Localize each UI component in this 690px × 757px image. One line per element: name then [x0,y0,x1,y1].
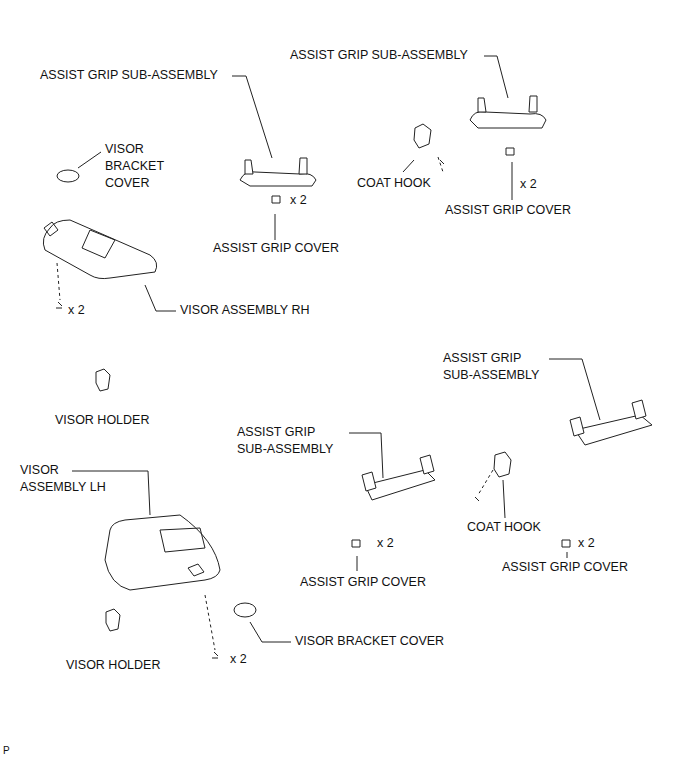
part-label: ASSIST GRIP SUB-ASSEMBLY [237,424,342,458]
part-label: ASSIST GRIP COVER [502,559,628,576]
part-label: x 2 [377,535,394,552]
assist-grip [562,400,652,547]
assist-grip [470,96,546,155]
part-label: x 2 [520,176,537,193]
part-label: VISOR BRACKET COVER [295,633,444,650]
part-label: VISOR HOLDER [66,657,160,674]
part-label: x 2 [578,535,595,552]
part-label: ASSIST GRIP SUB-ASSEMBLY [290,47,468,64]
part-label: ASSIST GRIP SUB-ASSEMBLY [443,350,548,384]
part-label: P [3,742,10,757]
part-label: ASSIST GRIP COVER [445,202,571,219]
visor-holder [96,369,120,631]
part-label: COAT HOOK [357,175,431,192]
part-label: VISOR ASSEMBLY RH [180,302,309,319]
part-label: COAT HOOK [467,519,541,536]
part-label: ASSIST GRIP COVER [213,240,339,257]
part-label: ASSIST GRIP SUB-ASSEMBLY [40,67,218,84]
part-label: VISOR BRACKET COVER [105,141,205,192]
part-label: x 2 [290,192,307,209]
part-label: VISOR HOLDER [55,412,149,429]
part-label: ASSIST GRIP COVER [300,574,426,591]
visor-lh [105,515,256,658]
coat-hook [414,124,444,164]
part-label: x 2 [68,302,85,319]
visor-rh [43,170,156,308]
assist-grip [352,455,435,547]
part-label: x 2 [230,651,247,668]
coat-hook [475,452,511,501]
part-label: VISOR ASSEMBLY LH [20,462,110,496]
